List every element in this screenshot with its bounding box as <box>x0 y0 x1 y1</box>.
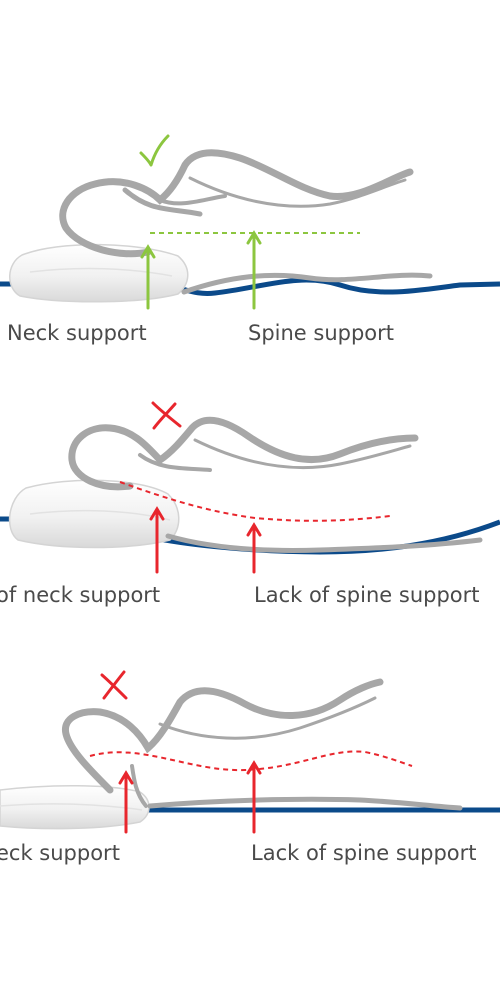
neck-support-arrow <box>149 506 165 574</box>
spine-support-arrow <box>246 522 262 574</box>
spine-support-label: Lack of spine support <box>254 583 480 607</box>
body-outline <box>62 678 463 811</box>
panel-correct-support: Neck support Spine support <box>0 134 500 345</box>
pillow <box>0 785 150 830</box>
spine-support-arrow <box>246 760 262 834</box>
neck-support-arrow <box>140 244 156 310</box>
checkmark-icon <box>139 134 170 167</box>
spine-support-arrow <box>246 230 262 310</box>
misalignment-curve <box>89 750 413 772</box>
neck-support-label: Neck support <box>7 321 147 345</box>
neck-support-label: eck support <box>0 841 120 865</box>
panel-pillow-too-low: eck support Lack of spine support <box>0 670 500 865</box>
cross-icon <box>100 670 128 700</box>
pillow <box>9 243 189 303</box>
spine-support-label: Lack of spine support <box>251 841 477 865</box>
neck-support-arrow <box>118 770 134 834</box>
body-outline <box>68 416 483 553</box>
panel-pillow-too-high: of neck support Lack of spine support <box>0 401 500 607</box>
cross-icon <box>151 401 182 430</box>
neck-support-label: of neck support <box>0 583 160 607</box>
misalignment-curve <box>119 481 391 522</box>
body-outline <box>59 149 433 295</box>
spine-support-label: Spine support <box>248 321 394 345</box>
